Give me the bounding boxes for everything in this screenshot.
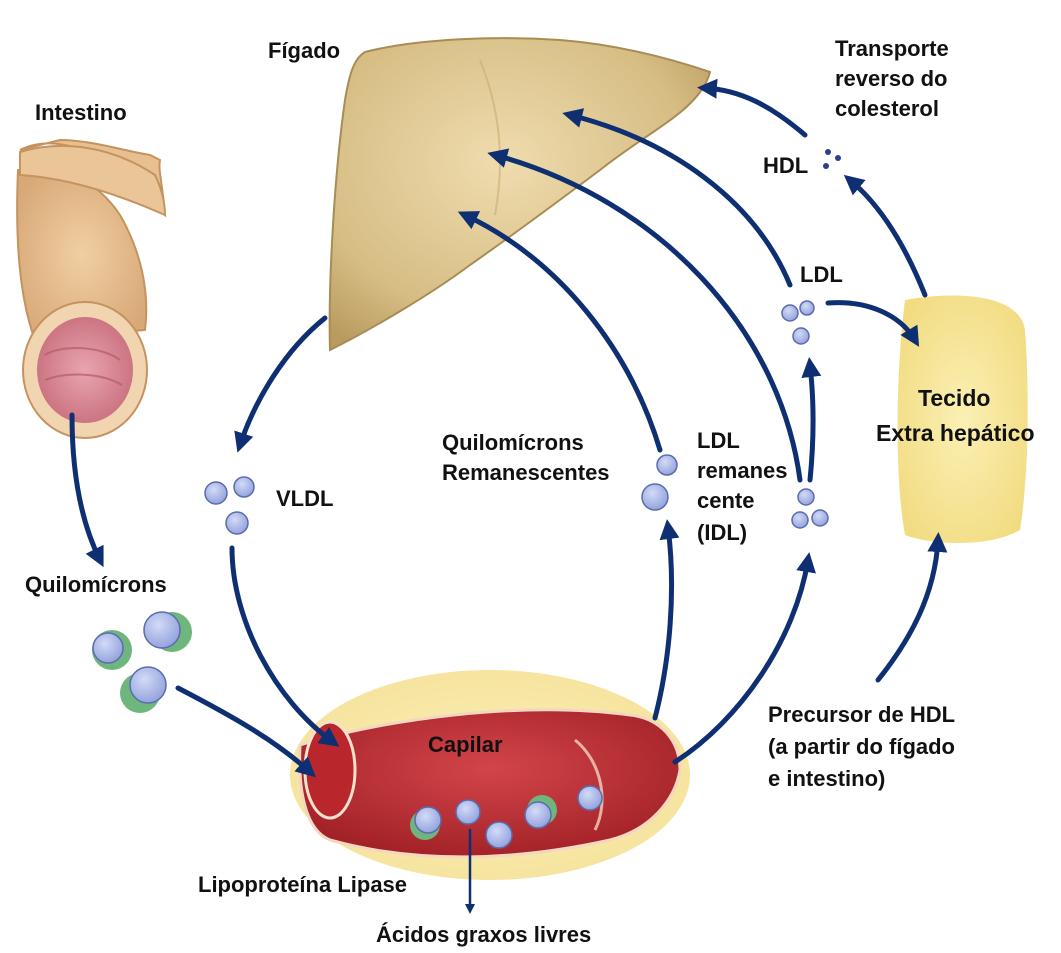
intestine-illustration — [17, 140, 165, 438]
label-capilar: Capilar — [428, 732, 503, 757]
label-hdl: HDL — [763, 153, 808, 178]
arrow-capillary-to-remnants — [655, 527, 672, 718]
vldl-particles — [205, 477, 254, 534]
label-quilo-rem-2: Remanescentes — [442, 460, 610, 485]
label-quilo-rem-1: Quilomícrons — [442, 430, 584, 455]
quilomicrons-particles — [92, 612, 192, 713]
label-ldl: LDL — [800, 262, 843, 287]
arrow-tissue-to-hdl — [850, 180, 925, 295]
label-quilomicrons: Quilomícrons — [25, 572, 167, 597]
arrow-liver-to-vldl — [240, 318, 325, 445]
label-figado: Fígado — [268, 38, 340, 63]
arrow-precursor-to-tissue — [878, 540, 938, 680]
remnant-particles — [642, 455, 677, 510]
label-precursor-1: Precursor de HDL — [768, 702, 955, 727]
label-transporte-1: Transporte — [835, 36, 949, 61]
label-intestino: Intestino — [35, 100, 127, 125]
capillary-illustration — [290, 670, 690, 880]
label-tecido-1: Tecido — [918, 385, 990, 411]
hdl-particles — [823, 149, 841, 169]
liver-illustration — [330, 38, 710, 350]
label-idl-2: remanes — [697, 458, 788, 483]
label-transporte-3: colesterol — [835, 96, 939, 121]
label-idl-1: LDL — [697, 428, 740, 453]
label-precursor-2: (a partir do fígado — [768, 734, 955, 759]
label-acidos: Ácidos graxos livres — [376, 922, 591, 947]
arrow-idl-to-ldl — [810, 365, 813, 480]
label-idl-3: cente — [697, 488, 754, 513]
label-idl-4: (IDL) — [697, 520, 747, 545]
label-precursor-3: e intestino) — [768, 766, 885, 791]
arrow-remnants-to-liver — [465, 215, 660, 450]
label-transporte-2: reverso do — [835, 66, 948, 91]
ldl-particles — [782, 301, 814, 344]
label-vldl: VLDL — [276, 486, 333, 511]
label-lipase: Lipoproteína Lipase — [198, 872, 407, 897]
arrow-vldl-to-capillary — [232, 548, 333, 742]
arrow-capillary-to-idl — [675, 560, 808, 762]
label-tecido-2: Extra hepático — [876, 420, 1035, 446]
arrow-hdl-to-liver — [705, 88, 805, 135]
idl-particles — [792, 489, 828, 528]
